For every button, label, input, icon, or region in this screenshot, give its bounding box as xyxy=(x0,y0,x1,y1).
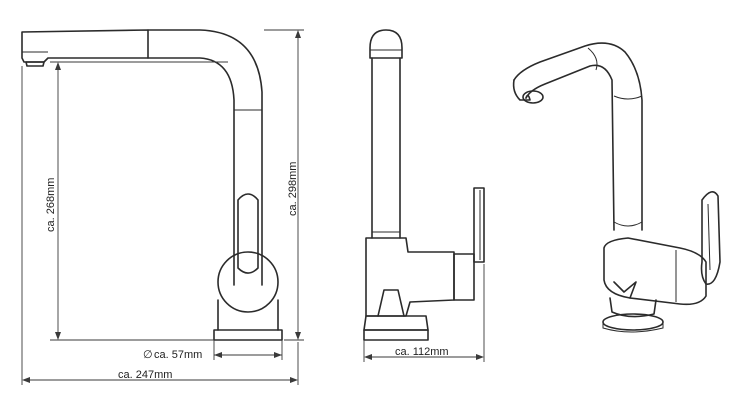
front-spout-tube xyxy=(147,29,263,286)
perspective-view xyxy=(512,42,721,333)
front-base xyxy=(213,329,283,341)
perspective-base-collar xyxy=(609,297,657,318)
dim-base-diameter-label: ca. 57mm xyxy=(154,349,202,361)
side-tube xyxy=(371,57,401,239)
side-base xyxy=(363,315,429,331)
diameter-symbol: ∅ xyxy=(143,349,153,361)
side-spout-top xyxy=(369,29,403,59)
side-view xyxy=(363,29,485,341)
side-dimensions: ca. 112mm xyxy=(363,264,485,362)
side-body xyxy=(365,237,455,317)
dim-side-depth-label: ca. 112mm xyxy=(395,346,449,358)
front-spout-head xyxy=(21,29,149,63)
perspective-body xyxy=(603,237,707,306)
front-aerator xyxy=(25,61,45,67)
front-dimensions: ca. 268mm ca. 298mm ∅ ca. 57mm ca. 247mm xyxy=(21,29,304,385)
dim-height-spout-label: ca. 268mm xyxy=(45,178,57,232)
front-view xyxy=(21,29,283,341)
perspective-spout xyxy=(513,42,643,231)
perspective-aerator xyxy=(522,90,544,104)
perspective-lever xyxy=(700,191,721,285)
front-body xyxy=(217,251,279,313)
dim-total-reach-label: ca. 247mm xyxy=(118,369,172,381)
front-lever-handle xyxy=(237,193,259,274)
dim-height-total-label: ca. 298mm xyxy=(287,162,299,216)
side-lever xyxy=(473,187,485,263)
